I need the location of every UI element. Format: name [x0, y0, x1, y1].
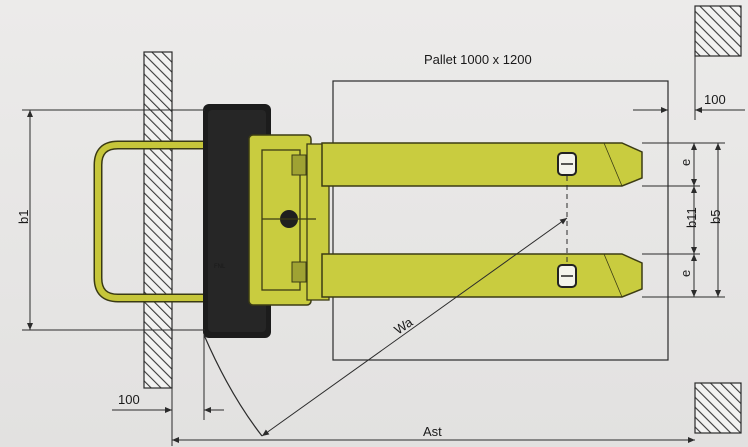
dim-wa-line: [261, 217, 568, 437]
dim-b5-label: b5: [708, 210, 723, 224]
dim-100-top-right: [633, 56, 745, 120]
dim-e-lower-label: e: [678, 270, 693, 277]
dim-100-bottom-left: [112, 335, 224, 420]
dim-ast: [171, 420, 695, 446]
dim-100-top-right-label: 100: [704, 92, 726, 107]
fork-lower: [321, 253, 643, 298]
dim-100-bottom-left-label: 100: [118, 392, 140, 407]
dim-b1-label: b1: [16, 210, 31, 224]
wall-left-hatched: [143, 51, 173, 389]
turning-radius-arc: [203, 334, 263, 437]
pallet-label: Pallet 1000 x 1200: [424, 52, 532, 67]
fork-upper: [321, 142, 643, 187]
dim-b1: [22, 109, 205, 331]
pallet-outline: [332, 80, 669, 361]
dim-right-stack: [642, 142, 725, 298]
obstacle-top-right-hatched: [694, 5, 742, 57]
dim-e-upper-label: e: [678, 159, 693, 166]
obstacle-bottom-right-hatched: [694, 382, 742, 434]
dim-ast-label: Ast: [423, 424, 442, 439]
dim-wa-label: Wa: [391, 314, 416, 338]
dim-b11-label: b11: [684, 207, 699, 228]
svg-text:FNL: FNL: [214, 264, 226, 270]
